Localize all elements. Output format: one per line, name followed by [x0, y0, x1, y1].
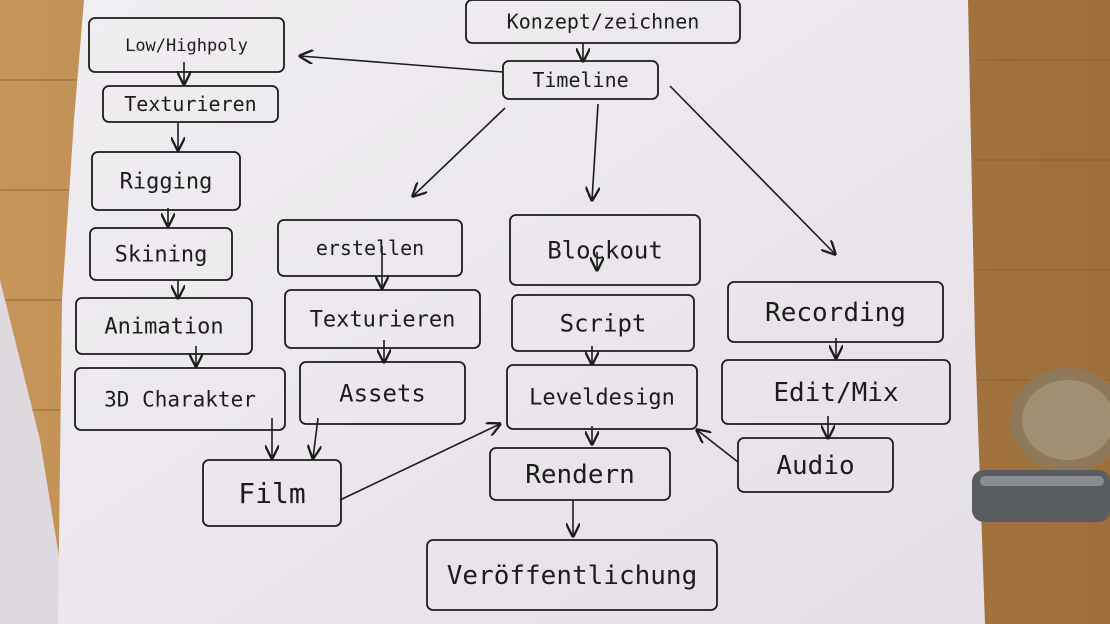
node-assets: Assets [299, 361, 466, 425]
node-skining: Skining [89, 227, 233, 281]
paper-sheet [58, 0, 985, 624]
node-box-textur2 [284, 289, 481, 349]
node-box-konzept [465, 0, 741, 44]
node-box-assets [299, 361, 466, 425]
node-box-animation [75, 297, 253, 355]
node-box-recording [727, 281, 944, 343]
node-label-editmix: Edit/Mix [773, 378, 898, 408]
glass-rim [1022, 380, 1110, 460]
arrow-audio-to-leveldesign [697, 430, 739, 463]
node-label-veroeff: Veröffentlichung [447, 561, 697, 591]
node-veroeff: Veröffentlichung [426, 539, 718, 611]
node-audio: Audio [737, 437, 894, 493]
node-label-lowhigh: Low/Highpoly [125, 36, 248, 56]
node-box-timeline [502, 60, 659, 100]
node-film: Film [202, 459, 342, 527]
node-label-script: Script [560, 309, 647, 337]
second-paper-sheet [0, 280, 70, 624]
node-charakter: 3D Charakter [74, 367, 286, 431]
node-textur2: Texturieren [284, 289, 481, 349]
node-label-blockout: Blockout [547, 236, 663, 264]
node-konzept: Konzept/zeichnen [465, 0, 741, 44]
stapler-highlight [980, 476, 1104, 486]
node-box-textur1 [102, 85, 279, 123]
node-label-assets: Assets [339, 379, 426, 407]
node-box-veroeff [426, 539, 718, 611]
node-animation: Animation [75, 297, 253, 355]
arrow-timeline-to-lowhigh [300, 56, 504, 73]
node-box-blockout [509, 214, 701, 286]
node-box-charakter [74, 367, 286, 431]
node-label-rigging: Rigging [120, 170, 213, 195]
node-box-leveldesign [506, 364, 698, 430]
node-box-skining [89, 227, 233, 281]
node-box-rendern [489, 447, 671, 501]
node-blockout: Blockout [509, 214, 701, 286]
node-box-script [511, 294, 695, 352]
node-box-editmix [721, 359, 951, 425]
node-lowhigh: Low/Highpoly [88, 17, 285, 73]
node-label-konzept: Konzept/zeichnen [507, 10, 700, 34]
node-label-charakter: 3D Charakter [104, 387, 256, 411]
node-label-leveldesign: Leveldesign [529, 386, 675, 411]
node-box-erstellen [277, 219, 463, 277]
arrow-timeline-to-erstellen [413, 107, 506, 196]
node-erstellen: erstellen [277, 219, 463, 277]
edges-layer [168, 43, 836, 536]
node-label-audio: Audio [776, 451, 854, 481]
node-box-rigging [91, 151, 241, 211]
node-recording: Recording [727, 281, 944, 343]
node-editmix: Edit/Mix [721, 359, 951, 425]
arrow-timeline-to-recording [669, 85, 835, 254]
node-label-skining: Skining [115, 243, 208, 268]
node-textur1: Texturieren [102, 85, 279, 123]
node-label-animation: Animation [104, 315, 223, 340]
node-timeline: Timeline [502, 60, 659, 100]
node-leveldesign: Leveldesign [506, 364, 698, 430]
node-box-film [202, 459, 342, 527]
node-box-lowhigh [88, 17, 285, 73]
node-label-textur1: Texturieren [124, 92, 256, 116]
node-label-recording: Recording [765, 298, 906, 328]
node-script: Script [511, 294, 695, 352]
node-label-textur2: Texturieren [310, 308, 456, 333]
node-rendern: Rendern [489, 447, 671, 501]
node-label-timeline: Timeline [532, 68, 628, 92]
node-label-erstellen: erstellen [316, 236, 424, 260]
node-box-audio [737, 437, 894, 493]
arrow-timeline-to-blockout [592, 103, 598, 200]
arrow-film-to-leveldesign [339, 424, 500, 501]
node-label-rendern: Rendern [525, 460, 635, 490]
node-label-film: Film [238, 477, 305, 510]
node-rigging: Rigging [91, 151, 241, 211]
